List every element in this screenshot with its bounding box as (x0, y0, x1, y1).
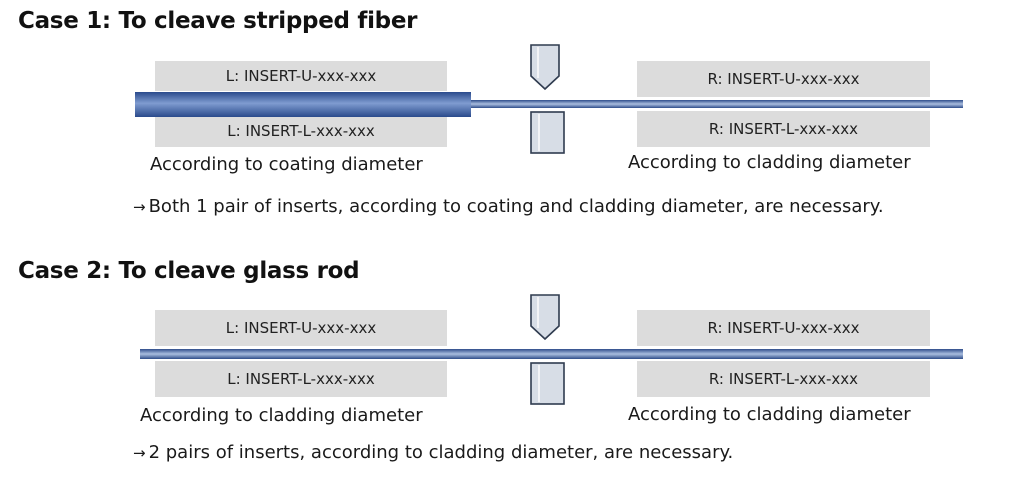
case1-anvil-icon (530, 111, 565, 154)
case1-blade-icon (530, 44, 560, 91)
case2-left-lower-insert: L: INSERT-L-xxx-xxx (155, 361, 447, 397)
arrow-icon: → (133, 198, 146, 216)
case1-fiber (135, 92, 963, 117)
case2-glass-rod (140, 349, 963, 359)
case1-left-caption: According to coating diameter (150, 154, 423, 175)
case1-note: →Both 1 pair of inserts, according to co… (133, 196, 884, 217)
case2-title: Case 2: To cleave glass rod (18, 258, 360, 284)
case2-left-caption: According to cladding diameter (140, 405, 423, 426)
case1-right-upper-insert: R: INSERT-U-xxx-xxx (637, 61, 930, 97)
case2-note: →2 pairs of inserts, according to claddi… (133, 442, 733, 463)
case2-anvil-icon (530, 362, 565, 405)
case1-title: Case 1: To cleave stripped fiber (18, 8, 418, 34)
case1-note-text: Both 1 pair of inserts, according to coa… (148, 196, 884, 217)
case1-left-lower-insert: L: INSERT-L-xxx-xxx (155, 115, 447, 147)
case1-stripped-fiber (470, 100, 963, 108)
case2-right-upper-insert: R: INSERT-U-xxx-xxx (637, 310, 930, 346)
arrow-icon: → (133, 444, 146, 462)
case2-note-text: 2 pairs of inserts, according to claddin… (148, 442, 734, 463)
case2-blade-icon (530, 294, 560, 341)
case2-left-upper-insert: L: INSERT-U-xxx-xxx (155, 310, 447, 346)
case2-right-caption: According to cladding diameter (628, 404, 911, 425)
case1-coated-fiber (135, 92, 471, 117)
case2-right-lower-insert: R: INSERT-L-xxx-xxx (637, 361, 930, 397)
case1-left-upper-insert: L: INSERT-U-xxx-xxx (155, 61, 447, 91)
case1-right-caption: According to cladding diameter (628, 152, 911, 173)
case1-right-lower-insert: R: INSERT-L-xxx-xxx (637, 111, 930, 147)
